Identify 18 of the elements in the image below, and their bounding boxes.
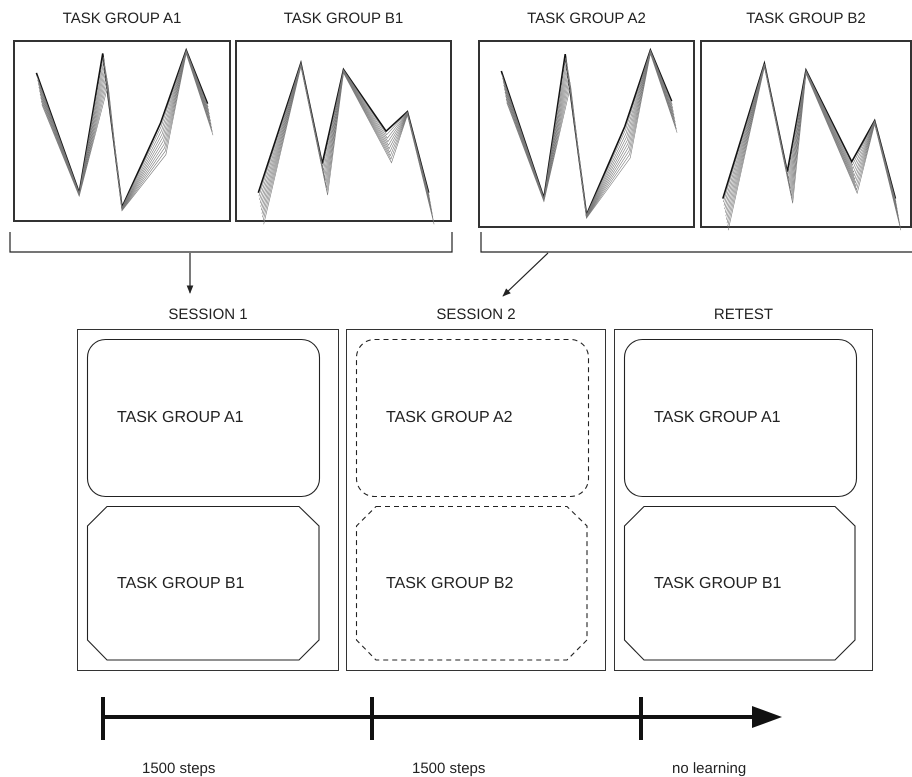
- arrow: [502, 252, 548, 297]
- session-heading: RETEST: [712, 306, 774, 323]
- duration-label: 1500 steps: [142, 760, 216, 777]
- task-label: TASK GROUP B1: [654, 574, 782, 592]
- panel-heading: TASK GROUP A2: [526, 10, 647, 27]
- task-label: TASK GROUP B2: [386, 574, 514, 592]
- panel-heading: TASK GROUP B1: [282, 10, 404, 27]
- duration-label: no learning: [672, 760, 746, 777]
- task-label: TASK GROUP A1: [117, 409, 244, 427]
- session-heading: SESSION 2: [435, 306, 517, 323]
- task-label: TASK GROUP B1: [117, 574, 244, 592]
- task-label: TASK GROUP A2: [386, 409, 513, 427]
- duration-label: 1500 steps: [412, 760, 486, 777]
- task-label: TASK GROUP A1: [654, 409, 781, 427]
- session-heading: SESSION 1: [167, 306, 249, 323]
- arrow: [186, 253, 194, 294]
- panel-heading: TASK GROUP B2: [745, 10, 867, 27]
- panel-heading: TASK GROUP A1: [62, 10, 182, 27]
